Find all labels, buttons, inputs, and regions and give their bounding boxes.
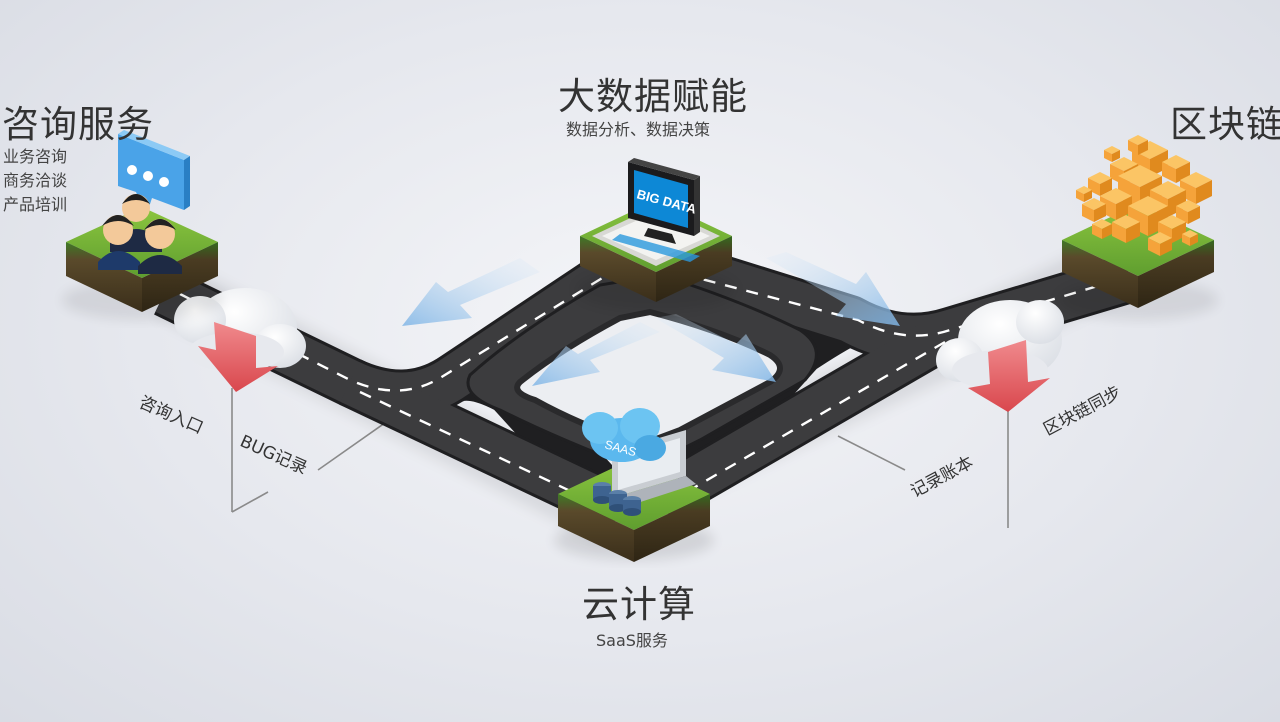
cube-face: [1190, 234, 1198, 246]
red-down-arrow-icon: [198, 322, 278, 392]
cube-face: [1092, 224, 1102, 239]
saas-cloud-icon: SAAS: [582, 408, 666, 462]
cloud-computing-subtitle: SaaS服务: [596, 631, 668, 650]
cube-face: [1126, 222, 1140, 243]
flow-arrow-left: [402, 258, 540, 326]
cube-face: [1182, 234, 1190, 246]
cloud-computing-title: 云计算: [582, 583, 696, 626]
cube-face: [1076, 190, 1084, 202]
flow-arrow-right: [766, 252, 900, 326]
flow-arrow-down-right: [655, 314, 776, 382]
cube-face: [1104, 150, 1112, 162]
red-down-arrow-icon: [968, 340, 1050, 412]
users-icon: [98, 194, 182, 274]
database-icon: [593, 482, 641, 516]
flow-arrow-down-left: [532, 322, 660, 386]
cube-face: [1196, 180, 1212, 204]
chat-bubble-icon: [118, 130, 190, 216]
cube-face: [1160, 238, 1172, 256]
cube-face: [1138, 140, 1148, 155]
cube-face: [1102, 224, 1112, 239]
cube-face: [1112, 222, 1126, 243]
big-data-subtitle: 数据分析、数据决策: [566, 120, 711, 139]
cube-face: [1112, 150, 1120, 162]
monitor-icon: BIG DATA: [612, 158, 700, 262]
leader-lines: [231, 388, 1009, 528]
blockchain-title: 区块链: [1170, 103, 1280, 146]
cube-cluster-icon: [1076, 135, 1212, 256]
data-flow-arrows: [402, 252, 900, 386]
cube-face: [1128, 140, 1138, 155]
big-data-title: 大数据赋能: [558, 75, 748, 118]
cube-face: [1148, 238, 1160, 256]
consulting-title: 咨询服务: [2, 103, 154, 146]
cube-face: [1084, 190, 1092, 202]
cube-face: [1082, 204, 1094, 222]
cube-face: [1094, 204, 1106, 222]
cube-face: [1162, 162, 1176, 183]
consulting-services-list: 业务咨询 商务洽谈 产品培训: [3, 147, 68, 214]
cube-face: [1188, 206, 1200, 224]
chain-cloud-gate: [936, 300, 1064, 412]
